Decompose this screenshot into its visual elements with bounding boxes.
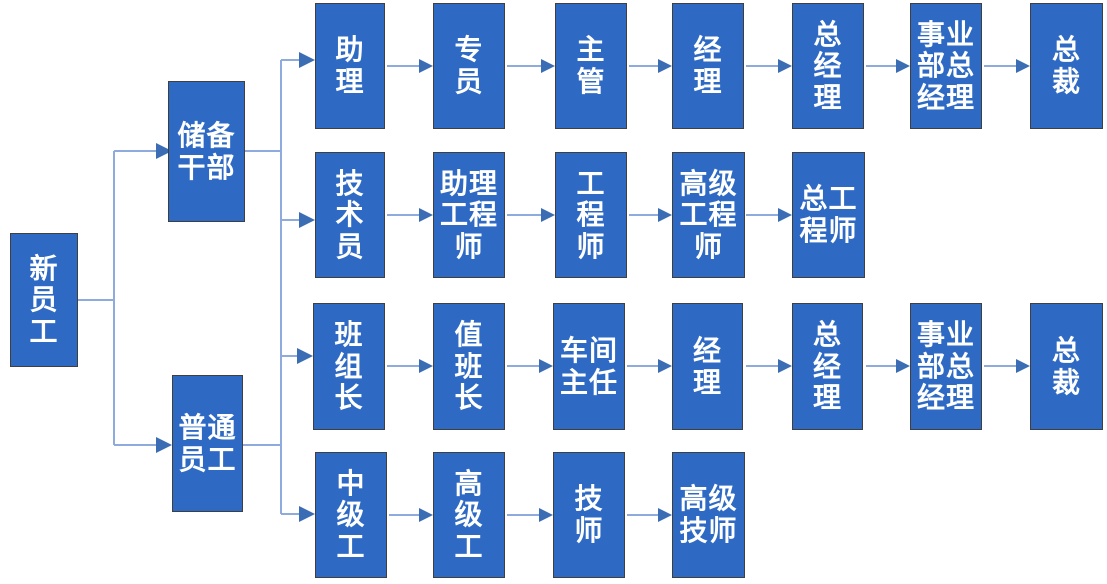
node-label: 储备 干部 bbox=[177, 119, 236, 183]
node-president-2: 总 裁 bbox=[1030, 303, 1103, 430]
node-label: 经 理 bbox=[693, 34, 723, 97]
node-division-gm-2: 事业 部总 经理 bbox=[910, 303, 982, 430]
arrowhead-r2-3 bbox=[658, 208, 672, 222]
node-assistant-engineer: 助理 工程 师 bbox=[433, 152, 505, 278]
arrowhead-r2-1 bbox=[419, 208, 433, 222]
node-label: 总 经 理 bbox=[812, 319, 842, 414]
arrowhead-r4-2 bbox=[539, 508, 553, 522]
node-label: 专 员 bbox=[454, 34, 484, 97]
node-label: 车间 主任 bbox=[559, 334, 618, 398]
node-label: 工 程 师 bbox=[576, 167, 606, 262]
node-general-manager-2: 总 经 理 bbox=[792, 303, 863, 430]
node-label: 总 裁 bbox=[1051, 34, 1081, 97]
arrowhead-r4-1 bbox=[419, 508, 433, 522]
node-supervisor: 主 管 bbox=[555, 3, 627, 129]
node-senior-worker: 高 级 工 bbox=[433, 452, 505, 578]
node-assistant: 助 理 bbox=[315, 3, 385, 129]
arrowhead-r1-1 bbox=[419, 59, 433, 73]
node-label: 技 师 bbox=[574, 483, 604, 546]
node-regular-employee: 普通 员工 bbox=[172, 375, 243, 512]
arrowhead-to-regular bbox=[156, 437, 172, 453]
node-label: 事业 部总 经理 bbox=[916, 319, 975, 414]
arrowhead-r3-6 bbox=[1016, 359, 1030, 373]
node-division-gm-1: 事业 部总 经理 bbox=[910, 3, 982, 129]
node-team-leader: 班 组 长 bbox=[313, 303, 385, 430]
arrowhead-r3-3 bbox=[658, 359, 672, 373]
node-manager-2: 经 理 bbox=[672, 303, 743, 430]
node-label: 技 术 员 bbox=[335, 167, 365, 262]
arrowhead-r3-2 bbox=[539, 359, 553, 373]
arrowhead-to-row4 bbox=[299, 506, 315, 522]
node-shift-leader: 值 班 长 bbox=[433, 303, 505, 430]
node-label: 经 理 bbox=[692, 334, 722, 398]
arrowhead-r3-4 bbox=[778, 359, 792, 373]
node-label: 高级 工程 师 bbox=[679, 167, 738, 262]
node-label: 新 员 工 bbox=[29, 252, 59, 347]
node-reserve-cadre: 储备 干部 bbox=[168, 81, 245, 222]
node-senior-technician: 高级 技师 bbox=[672, 452, 745, 578]
node-label: 主 管 bbox=[576, 34, 606, 97]
node-label: 中 级 工 bbox=[336, 467, 366, 562]
node-general-manager-1: 总 经 理 bbox=[792, 3, 864, 129]
node-label: 助理 工程 师 bbox=[439, 167, 498, 262]
arrowhead-r3-5 bbox=[896, 359, 910, 373]
node-label: 普通 员工 bbox=[178, 411, 237, 475]
node-label: 总 裁 bbox=[1051, 334, 1081, 398]
arrowhead-to-row3 bbox=[297, 348, 313, 364]
node-technician: 技 术 员 bbox=[315, 152, 385, 278]
arrowhead-r2-4 bbox=[778, 208, 792, 222]
arrowhead-r2-2 bbox=[541, 208, 555, 222]
node-specialist: 专 员 bbox=[433, 3, 505, 129]
node-label: 值 班 长 bbox=[454, 319, 484, 414]
arrowhead-to-row1 bbox=[299, 52, 315, 68]
arrowhead-r1-3 bbox=[658, 59, 672, 73]
arrowhead-r1-4 bbox=[778, 59, 792, 73]
node-label: 总工 程师 bbox=[799, 183, 858, 246]
node-label: 事业 部总 经理 bbox=[916, 18, 975, 113]
arrowhead-to-reserve bbox=[156, 143, 172, 159]
node-technician-master: 技 师 bbox=[553, 452, 625, 578]
arrowhead-r4-3 bbox=[658, 508, 672, 522]
node-manager-1: 经 理 bbox=[672, 3, 744, 129]
arrowhead-r1-2 bbox=[541, 59, 555, 73]
node-chief-engineer: 总工 程师 bbox=[792, 152, 865, 278]
node-label: 高 级 工 bbox=[454, 467, 484, 562]
node-new-employee: 新 员 工 bbox=[10, 233, 78, 367]
arrowhead-r1-5 bbox=[896, 59, 910, 73]
node-label: 总 经 理 bbox=[813, 18, 843, 113]
node-label: 班 组 长 bbox=[334, 319, 364, 414]
node-label: 高级 技师 bbox=[679, 483, 738, 546]
node-intermediate-worker: 中 级 工 bbox=[315, 452, 387, 578]
arrowhead-to-row2 bbox=[299, 212, 315, 228]
node-workshop-director: 车间 主任 bbox=[553, 303, 625, 430]
node-label: 助 理 bbox=[335, 34, 365, 97]
node-senior-engineer: 高级 工程 师 bbox=[672, 152, 745, 278]
node-president-1: 总 裁 bbox=[1030, 3, 1103, 129]
arrowhead-r3-1 bbox=[419, 359, 433, 373]
node-engineer: 工 程 师 bbox=[555, 152, 627, 278]
arrowhead-r1-6 bbox=[1016, 59, 1030, 73]
